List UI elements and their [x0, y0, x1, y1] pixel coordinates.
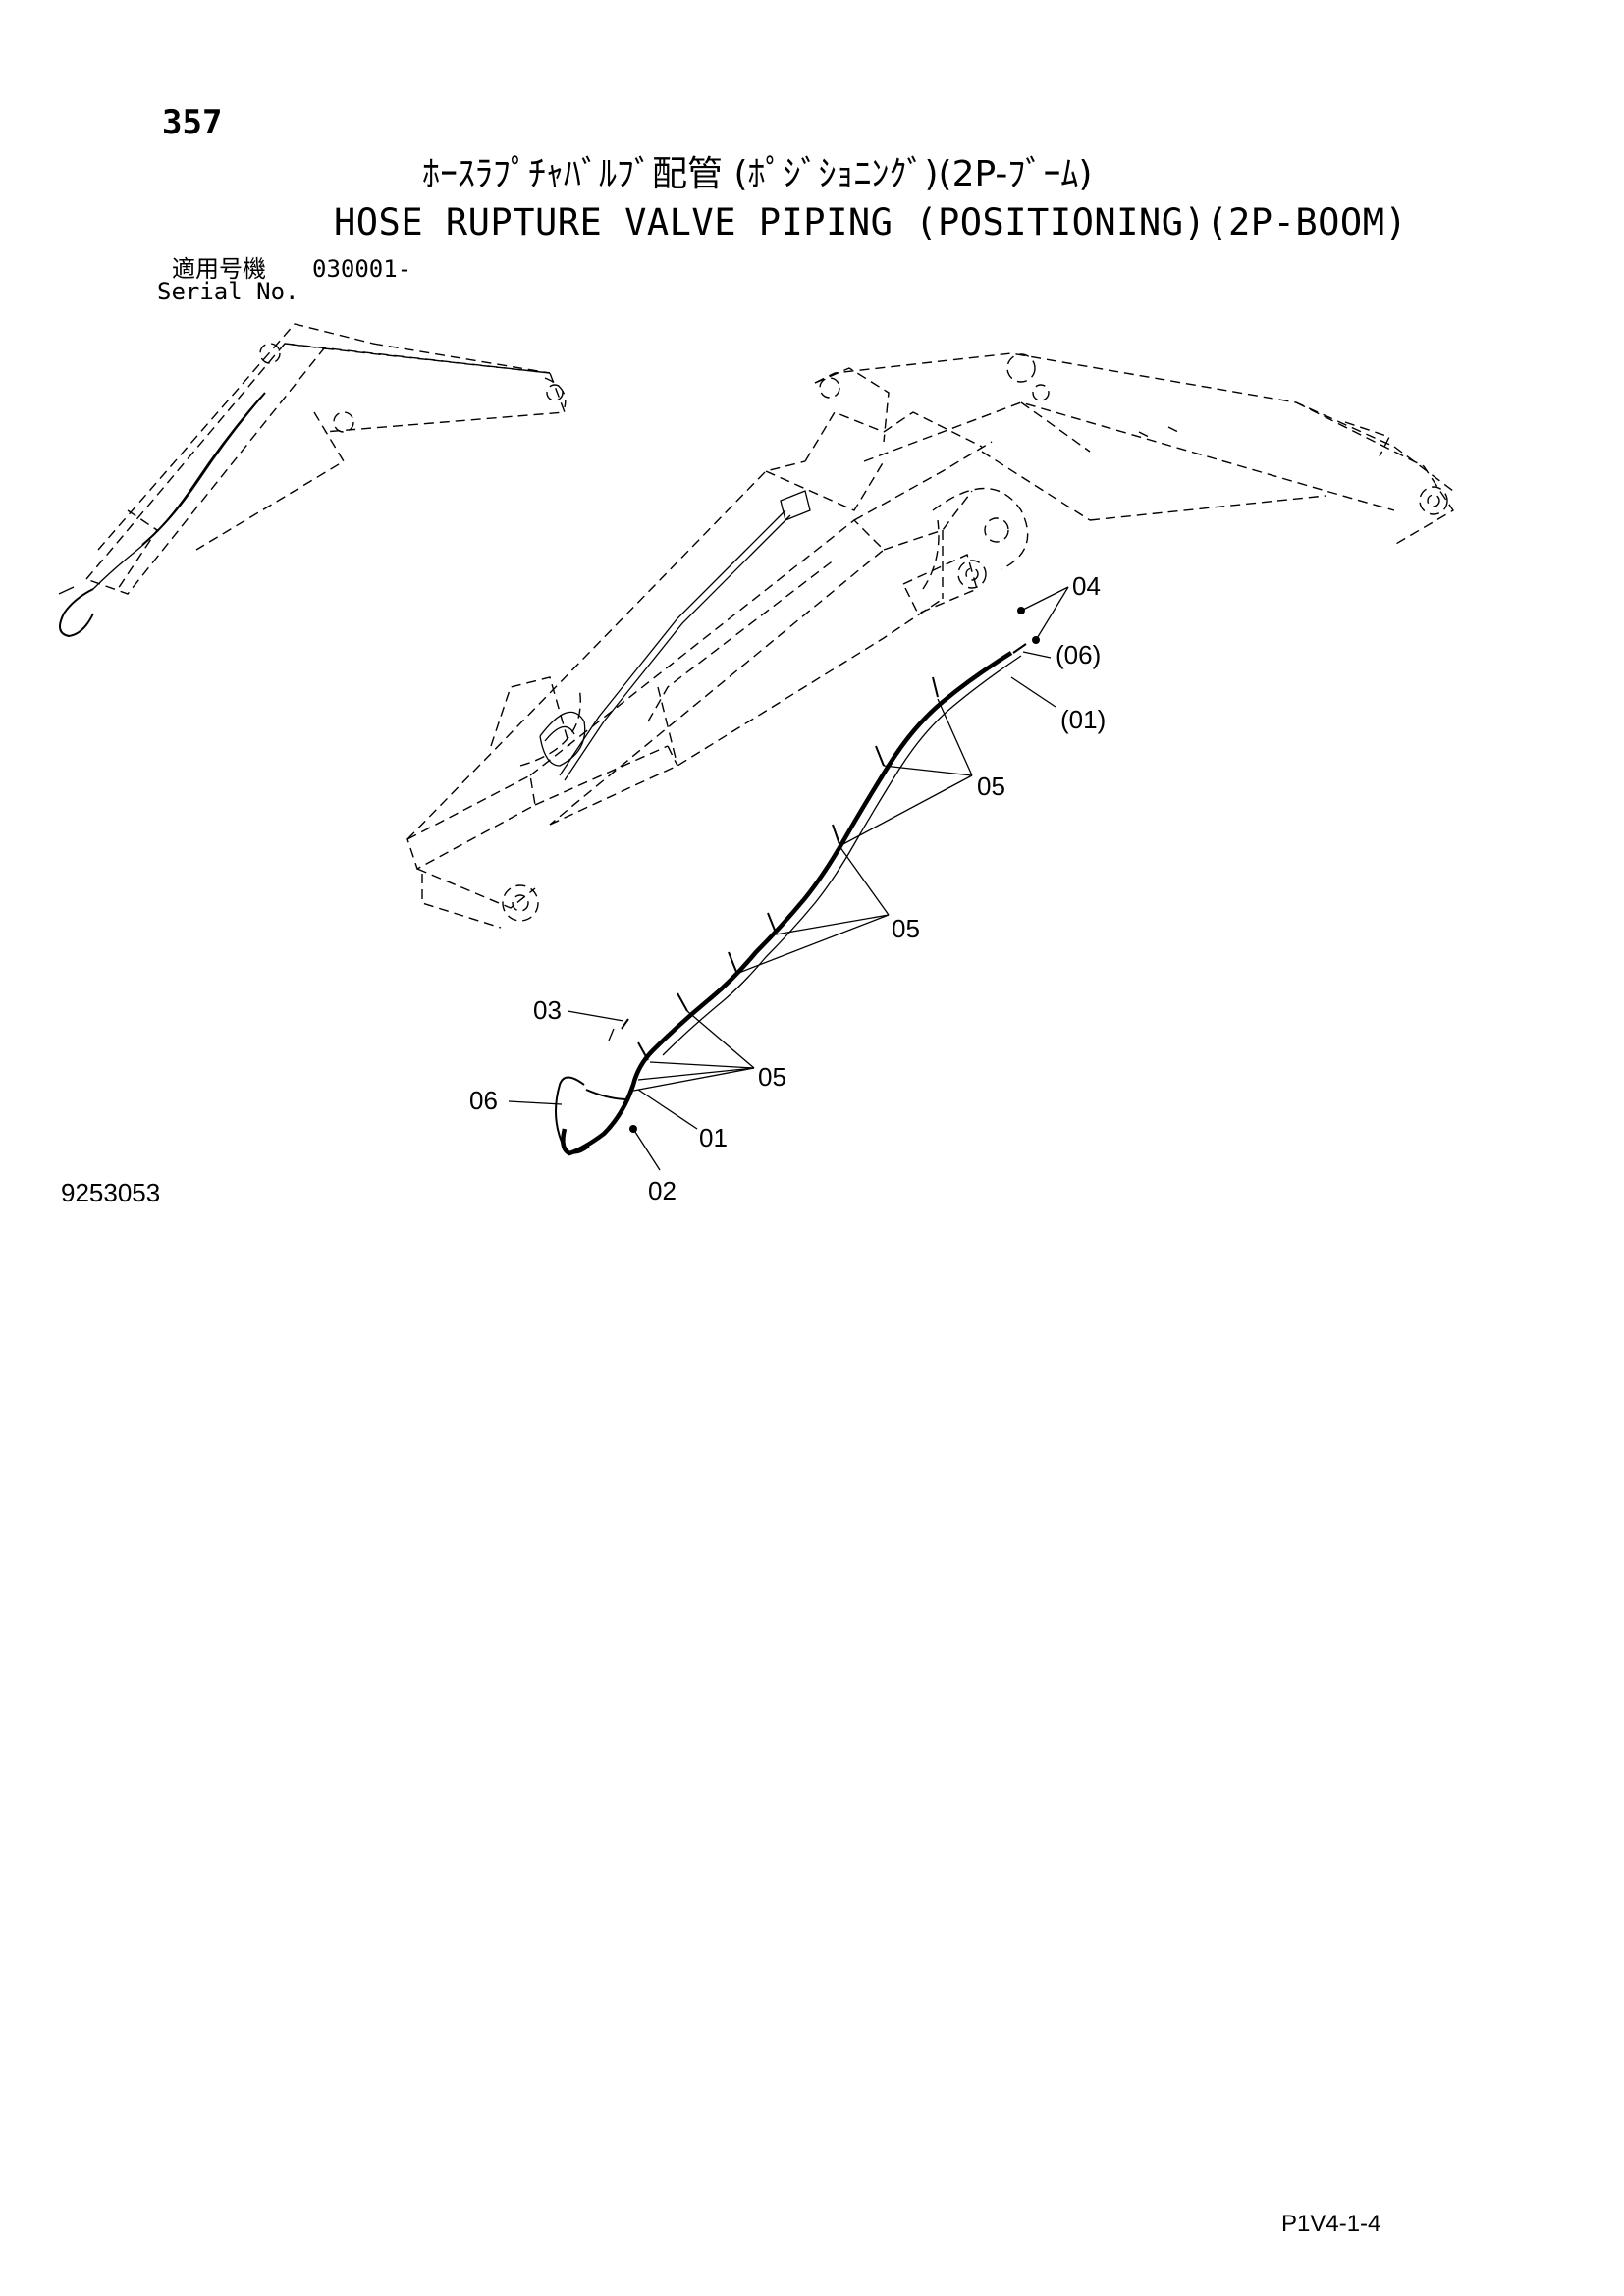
callout-05-b: 05 [892, 914, 920, 943]
footer-code: P1V4-1-4 [1281, 2211, 1381, 2237]
boom-overview-drawing-icon [58, 323, 567, 638]
serial-label-japanese: 適用号機 [172, 255, 266, 283]
title-english: HOSE RUPTURE VALVE PIPING (POSITIONING)(… [334, 201, 1408, 243]
callout-05-a: 05 [977, 772, 1005, 801]
callout-04: 04 [1072, 571, 1101, 601]
callout-05-c: 05 [758, 1062, 786, 1092]
callout-01-paren: (01) [1060, 705, 1106, 734]
serial-value: 030001- [312, 255, 412, 283]
callout-02: 02 [648, 1176, 677, 1205]
parts-diagram: 04 (06) (01) 05 05 05 03 06 01 02 [58, 323, 1454, 1205]
callout-01: 01 [699, 1123, 728, 1152]
leader-lines [508, 586, 1069, 1171]
drawing-number: 9253053 [61, 1178, 161, 1207]
title-japanese: ﾎｰｽﾗﾌﾟﾁｬﾊﾞﾙﾌﾞ配管 (ﾎﾟｼﾞｼｮﾆﾝｸﾞ)(2P-ﾌﾞｰﾑ) [422, 154, 1093, 194]
serial-label-english: Serial No. [157, 278, 299, 305]
boom-hose-assembly-drawing-icon [406, 352, 1454, 929]
callout-06-paren: (06) [1056, 640, 1101, 669]
callout-06: 06 [469, 1086, 498, 1115]
callout-03: 03 [533, 995, 562, 1025]
page-number: 357 [162, 103, 223, 142]
hose-assembly [555, 607, 1040, 1156]
